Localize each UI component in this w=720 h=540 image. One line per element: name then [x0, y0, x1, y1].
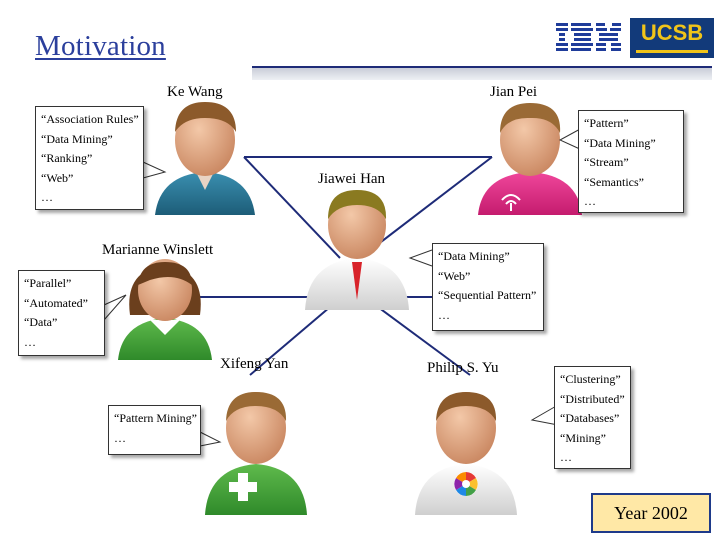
bubble-tail-philip-yu	[530, 404, 559, 426]
topic-item: “Data Mining”	[438, 249, 510, 263]
bubble-tail-ke-wang	[142, 161, 167, 179]
ucsb-logo: UCSB	[630, 18, 714, 58]
topic-item: “Association Rules”	[41, 112, 139, 126]
topic-item: “Data Mining”	[41, 131, 113, 146]
bubble-tail-marianne	[103, 294, 127, 321]
header-bar	[252, 66, 712, 80]
topic-item: “Databases”	[560, 411, 620, 425]
link-kewang-jiaweihan	[243, 156, 341, 259]
ke-wang-person-icon	[155, 102, 255, 215]
topic-item: “Ranking”	[41, 151, 93, 165]
topic-item: …	[114, 430, 126, 445]
topic-item: …	[584, 194, 596, 208]
topic-item: “Data”	[24, 315, 58, 329]
bubble-tail-jian-pei	[558, 127, 583, 151]
topic-item: “Clustering”	[560, 372, 621, 386]
slide-title: Motivation	[35, 30, 166, 62]
marianne-winslett-name: Marianne Winslett	[102, 242, 214, 258]
bubble-tail-jiawei-han	[408, 249, 433, 267]
bubble-tail-xifeng-yan	[199, 431, 222, 447]
topic-item: “Web”	[41, 170, 74, 185]
topic-item: “Sequential Pattern”	[438, 288, 537, 302]
jiawei-han-topics-bubble: “Data Mining” “Web” “Sequential Pattern”…	[432, 243, 544, 331]
philip-yu-person-icon	[415, 392, 517, 515]
jian-pei-topics-bubble: “Pattern” “Data Mining” “Stream” “Semant…	[578, 110, 684, 213]
topic-item: “Data Mining”	[584, 135, 656, 150]
xifeng-yan-name: Xifeng Yan	[220, 356, 289, 372]
ucsb-logo-bar	[636, 50, 708, 53]
topic-item: “Web”	[438, 268, 471, 283]
topic-item: …	[41, 190, 53, 204]
topic-item: “Automated”	[24, 295, 88, 310]
jian-pei-person-icon	[478, 103, 582, 215]
topic-item: “Parallel”	[24, 276, 72, 290]
xifeng-yan-person-icon	[205, 392, 307, 515]
marianne-winslett-person-icon	[118, 259, 212, 360]
topic-item: “Mining”	[560, 430, 606, 445]
logos: UCSB	[556, 18, 714, 58]
ibm-logo	[556, 23, 621, 51]
ucsb-logo-text: UCSB	[640, 20, 704, 45]
marianne-winslett-topics-bubble: “Parallel” “Automated” “Data” …	[18, 270, 105, 356]
jiawei-han-name: Jiawei Han	[318, 171, 386, 187]
jiawei-han-person-icon	[305, 190, 409, 310]
topic-item: “Pattern”	[584, 116, 629, 130]
topic-item: “Pattern Mining”	[114, 411, 197, 425]
philip-yu-name: Philip S. Yu	[427, 360, 499, 376]
ke-wang-topics-bubble: “Association Rules” “Data Mining” “Ranki…	[35, 106, 144, 210]
jian-pei-name: Jian Pei	[490, 84, 538, 100]
year-label: Year 2002	[591, 493, 711, 533]
topic-item: …	[560, 450, 572, 464]
topic-item: …	[438, 307, 450, 322]
topic-item: “Semantics”	[584, 174, 644, 189]
topic-item: …	[24, 334, 36, 349]
xifeng-yan-topics-bubble: “Pattern Mining” …	[108, 405, 201, 455]
topic-item: “Stream”	[584, 155, 629, 169]
ke-wang-name: Ke Wang	[167, 84, 223, 100]
topic-item: “Distributed”	[560, 391, 625, 406]
philip-yu-topics-bubble: “Clustering” “Distributed” “Databases” “…	[554, 366, 631, 469]
